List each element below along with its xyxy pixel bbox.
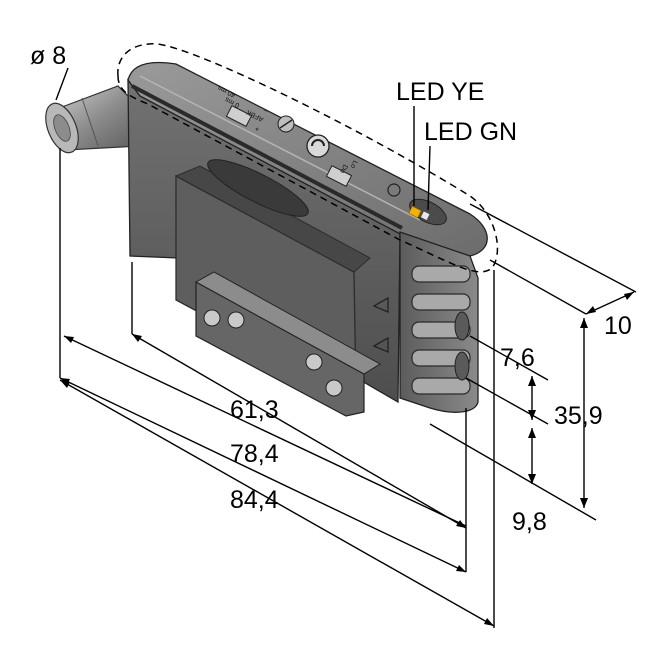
dashed-outline <box>117 43 499 273</box>
dimension-lines <box>55 67 637 628</box>
marking-plus: + <box>254 124 261 132</box>
set-button-icon <box>387 183 401 197</box>
dimension-labels: ø 8 LED YE LED GN 10 7,6 35,9 9,8 61,3 7… <box>30 42 632 536</box>
arrow-up-icon <box>372 296 389 313</box>
label-height-bottom: 9,8 <box>512 508 547 536</box>
label-led-ye: LED YE <box>396 78 484 106</box>
label-length-84: 84,4 <box>230 486 279 514</box>
teach-button <box>306 134 330 158</box>
led-yellow <box>408 205 422 219</box>
label-depth: 10 <box>604 312 632 340</box>
marking-do: Do <box>338 163 348 174</box>
label-length-61: 61,3 <box>230 396 279 424</box>
led-window <box>409 198 447 226</box>
sensor-device: 40 ms 0 ms AFBK – + Lo Do <box>45 61 488 417</box>
label-led-gn: LED GN <box>424 118 517 146</box>
switch-time <box>225 104 253 128</box>
led-green <box>420 210 431 221</box>
label-length-78: 78,4 <box>230 440 279 468</box>
fiber-port-lower <box>454 351 470 381</box>
label-height-top: 7,6 <box>500 344 535 372</box>
marking-lo: Lo <box>349 159 359 169</box>
cable <box>45 85 143 154</box>
label-height-total: 35,9 <box>554 402 603 430</box>
label-cable-diameter: ø 8 <box>30 42 66 70</box>
emblem-oval <box>207 159 309 217</box>
arrow-down-icon <box>372 336 389 353</box>
fiber-port-upper <box>454 311 470 341</box>
din-rail-clip <box>194 271 381 417</box>
switch-mode <box>325 164 353 188</box>
marking-minus: – <box>262 106 269 114</box>
